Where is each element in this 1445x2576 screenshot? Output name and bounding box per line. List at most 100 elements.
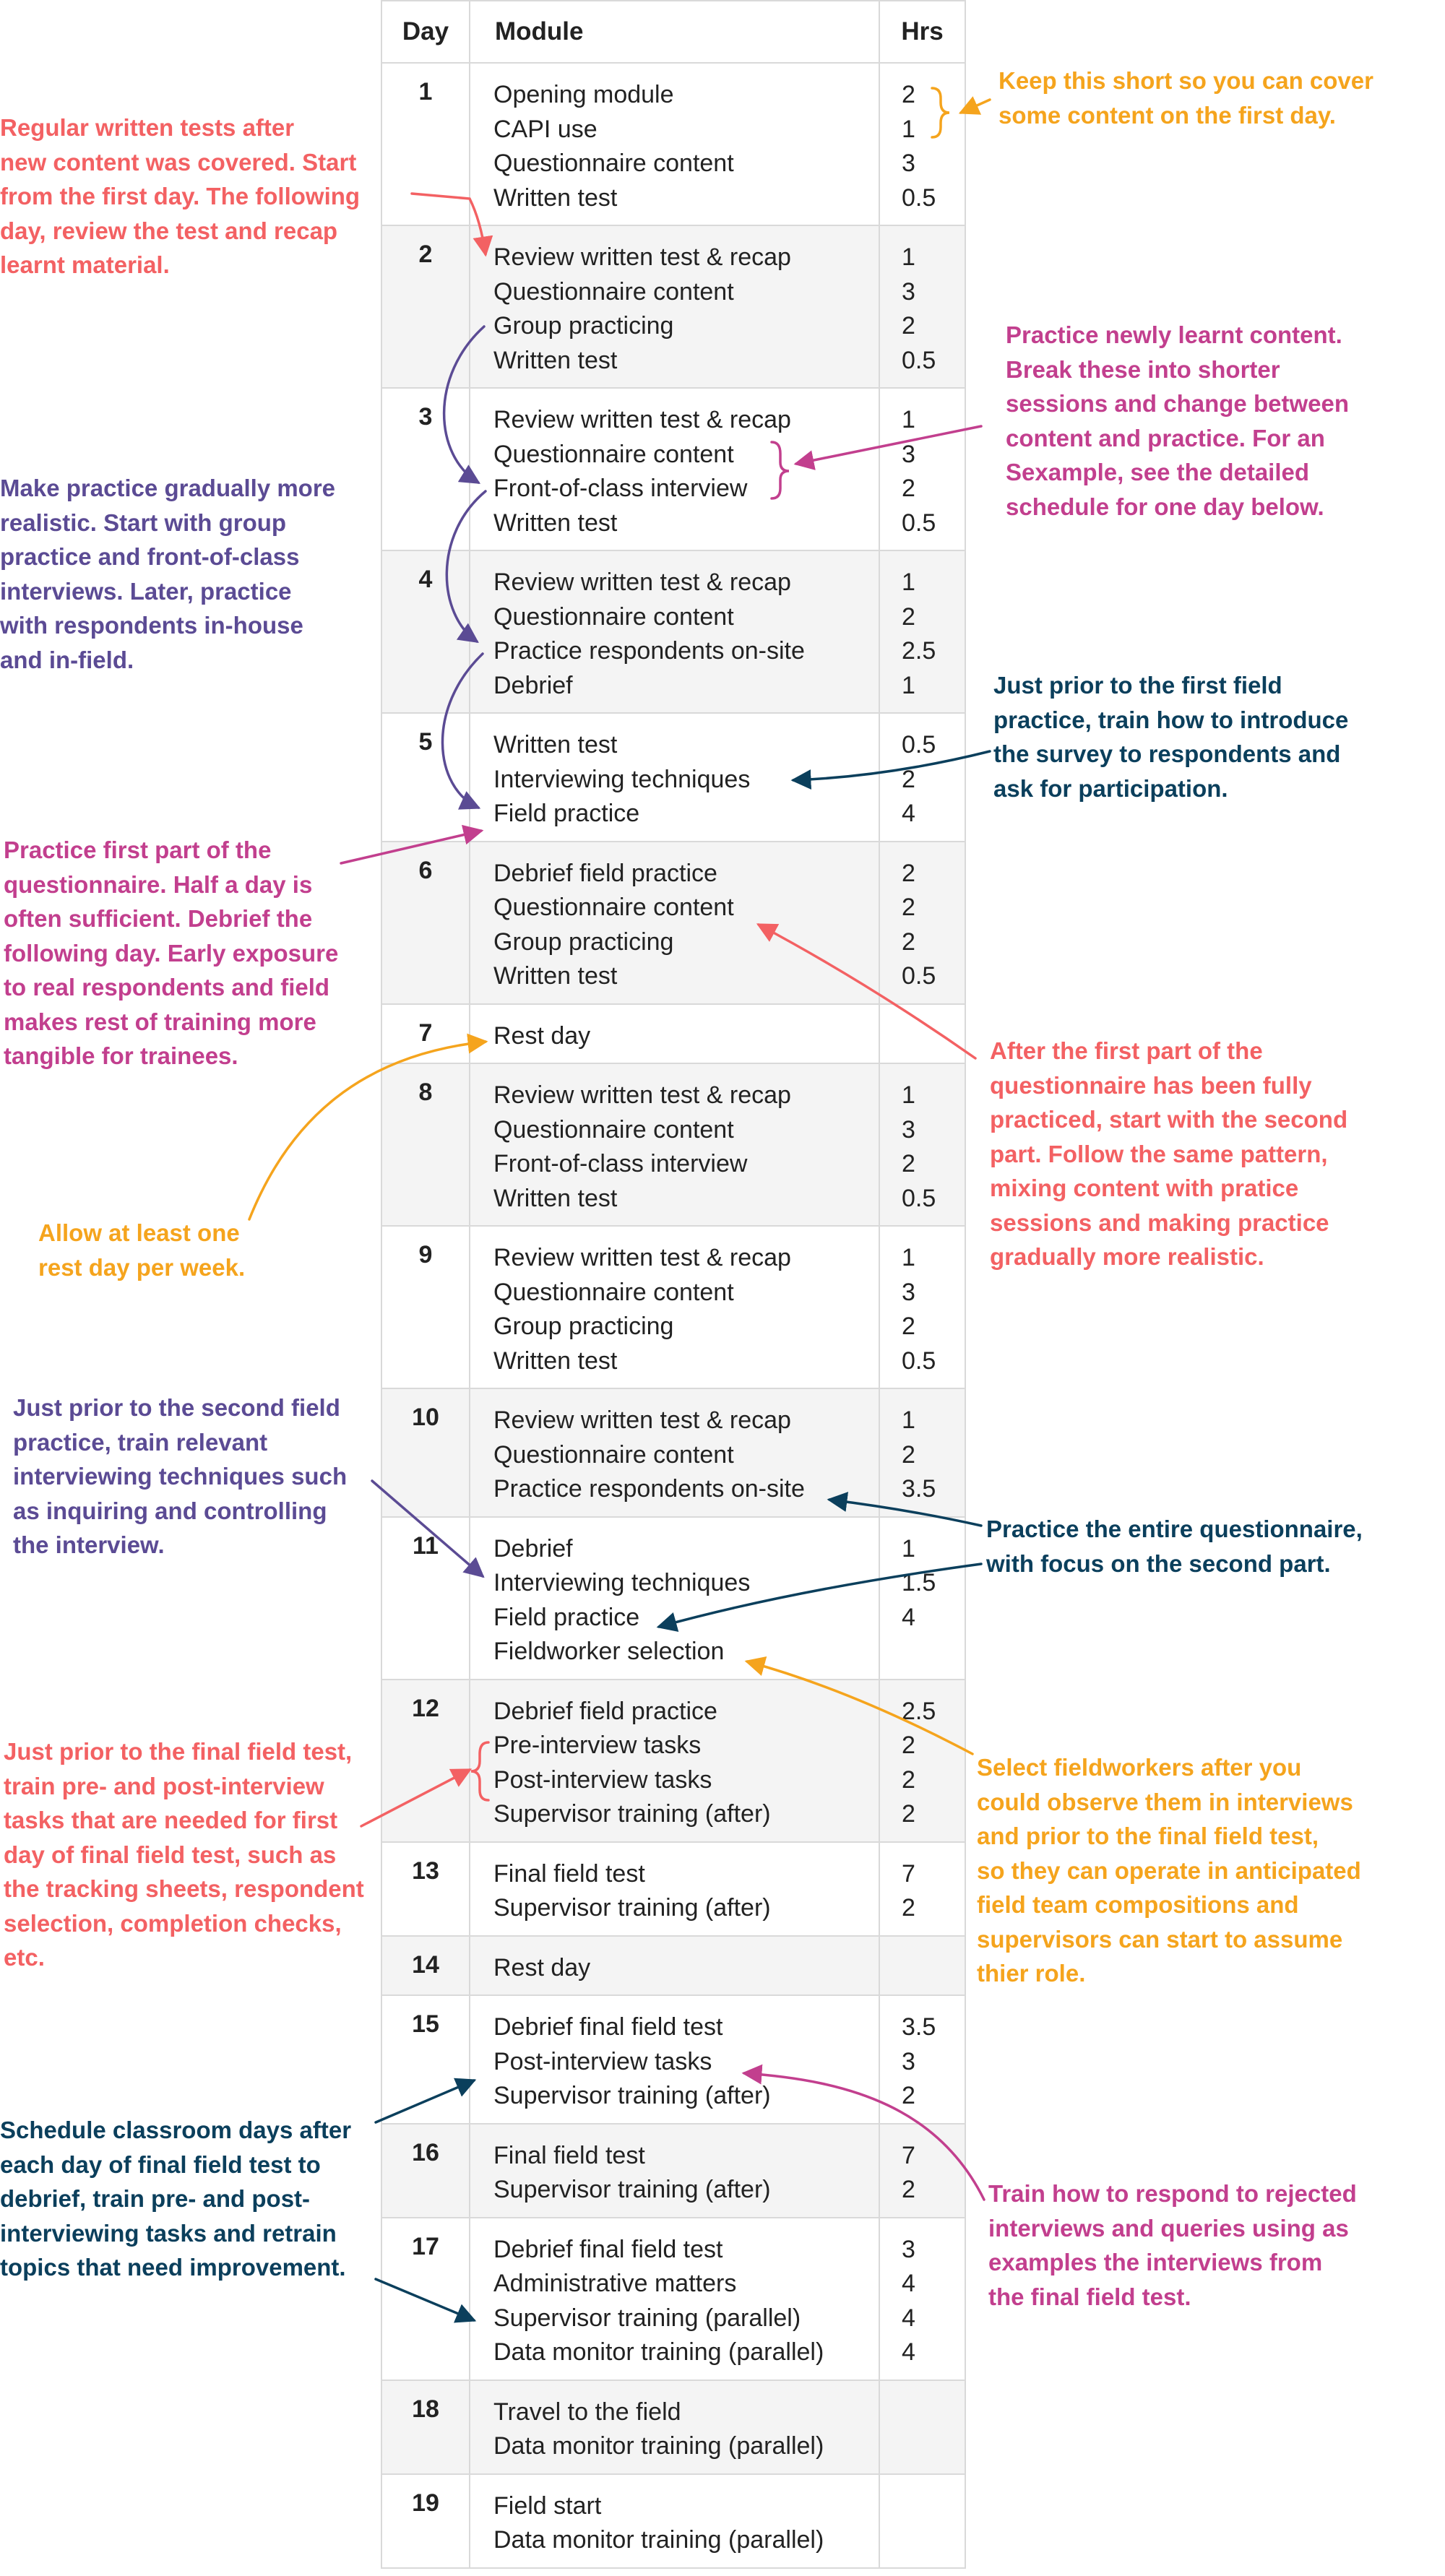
hours-value: 4	[902, 1603, 915, 1631]
note-prior-second-field: Just prior to the second field practice,…	[13, 1394, 348, 1558]
note-select-fieldworkers: Select fieldworkers after you could obse…	[977, 1754, 1361, 1987]
module-item: Field start	[493, 2491, 602, 2520]
hours-cell	[879, 2379, 966, 2475]
module-item: Supervisor training (after)	[493, 1894, 771, 1922]
module-item: Travel to the field	[493, 2398, 681, 2426]
module-item: Supervisor training (after)	[493, 2176, 771, 2203]
module-item: Data monitor training (parallel)	[493, 2338, 824, 2366]
module-item: Opening module	[493, 81, 674, 108]
arrow-rejected-interviews	[741, 2064, 985, 2201]
arrow-prior-first-field	[790, 750, 991, 790]
module-item: Written test	[493, 1347, 618, 1375]
module-item: Questionnaire content	[493, 1278, 734, 1306]
module-item: Questionnaire content	[493, 150, 734, 177]
module-item: Questionnaire content	[493, 1440, 734, 1469]
hours-value: 3	[902, 2047, 915, 2075]
header-hrs: Hrs	[879, 0, 966, 64]
module-item: Supervisor training (parallel)	[493, 2304, 801, 2332]
hours-value: 2	[902, 2082, 915, 2109]
purple-arc-day4-5	[441, 652, 484, 810]
hours-cell	[879, 2473, 966, 2569]
arrow-prior-second-field	[371, 1479, 485, 1578]
note-gradual-practice: Make practice gradually more realistic. …	[0, 475, 336, 673]
module-item: CAPI use	[493, 115, 598, 143]
module-item: Debrief final field test	[493, 2013, 723, 2041]
hours-value: 0.5	[902, 346, 936, 374]
hours-value: 3	[902, 2235, 915, 2263]
module-item: Pre-interview tasks	[493, 1732, 702, 1759]
module-item: Final field test	[493, 2141, 645, 2169]
module-item: Review written test & recap	[493, 406, 791, 433]
module-item: Questionnaire content	[493, 894, 734, 921]
hours-value: 1	[902, 569, 915, 596]
hours-value: 4	[902, 2338, 915, 2366]
hours-value: 3	[902, 150, 915, 177]
module-item: Data monitor training (parallel)	[493, 2526, 824, 2554]
note-rejected-interviews: Train how to respond to rejected intervi…	[988, 2180, 1357, 2310]
module-item: Front-of-class interview	[493, 1150, 748, 1177]
module-item: Debrief field practice	[493, 1697, 717, 1725]
note-first-part: Practice first part of the questionnaire…	[4, 837, 339, 1069]
hours-value: 0.5	[902, 509, 936, 537]
module-item: Interviewing techniques	[493, 1569, 751, 1596]
header-day: Day	[381, 0, 470, 64]
hours-value: 0.5	[902, 731, 936, 758]
day-cell: 9	[381, 1225, 470, 1389]
hours-value: 7	[902, 2141, 915, 2169]
hours-value: 0.5	[902, 962, 936, 990]
arrow-written-tests	[410, 192, 493, 257]
hours-value: 1	[902, 1534, 915, 1563]
hours-value: 0.5	[902, 183, 936, 212]
module-item: Administrative matters	[493, 2270, 737, 2297]
day-cell: 10	[381, 1388, 470, 1518]
hours-value: 2	[902, 475, 915, 502]
hours-value: 1	[902, 115, 915, 143]
module-item: Group practicing	[493, 1313, 674, 1340]
module-item: Interviewing techniques	[493, 765, 751, 793]
module-item: Review written test & recap	[493, 1406, 791, 1434]
module-item: Review written test & recap	[493, 569, 791, 596]
module-item: Practice respondents on-site	[493, 637, 805, 665]
hours-value: 2	[902, 765, 915, 793]
note-rest-day: Allow at least one rest day per week.	[38, 1219, 246, 1281]
magenta-brace-day3	[770, 441, 790, 500]
hours-value: 1	[902, 406, 915, 433]
note-practice-content: Practice newly learnt content. Break the…	[1006, 321, 1349, 520]
module-item: Debrief final field test	[493, 2235, 723, 2263]
hours-value: 2	[902, 602, 915, 631]
hours-cell	[879, 1935, 966, 1996]
hours-value: 0.5	[902, 1184, 936, 1212]
day-cell: 3	[381, 387, 470, 551]
hours-value: 3	[902, 277, 915, 306]
note-keep-short: Keep this short so you can cover some co…	[998, 67, 1373, 129]
hours-value: 1	[902, 1081, 915, 1109]
module-item: Questionnaire content	[493, 602, 734, 631]
day-cell: 18	[381, 2379, 470, 2475]
header-module: Module	[469, 0, 880, 64]
module-item: Post-interview tasks	[493, 1765, 712, 1794]
hours-value: 1	[902, 671, 915, 699]
